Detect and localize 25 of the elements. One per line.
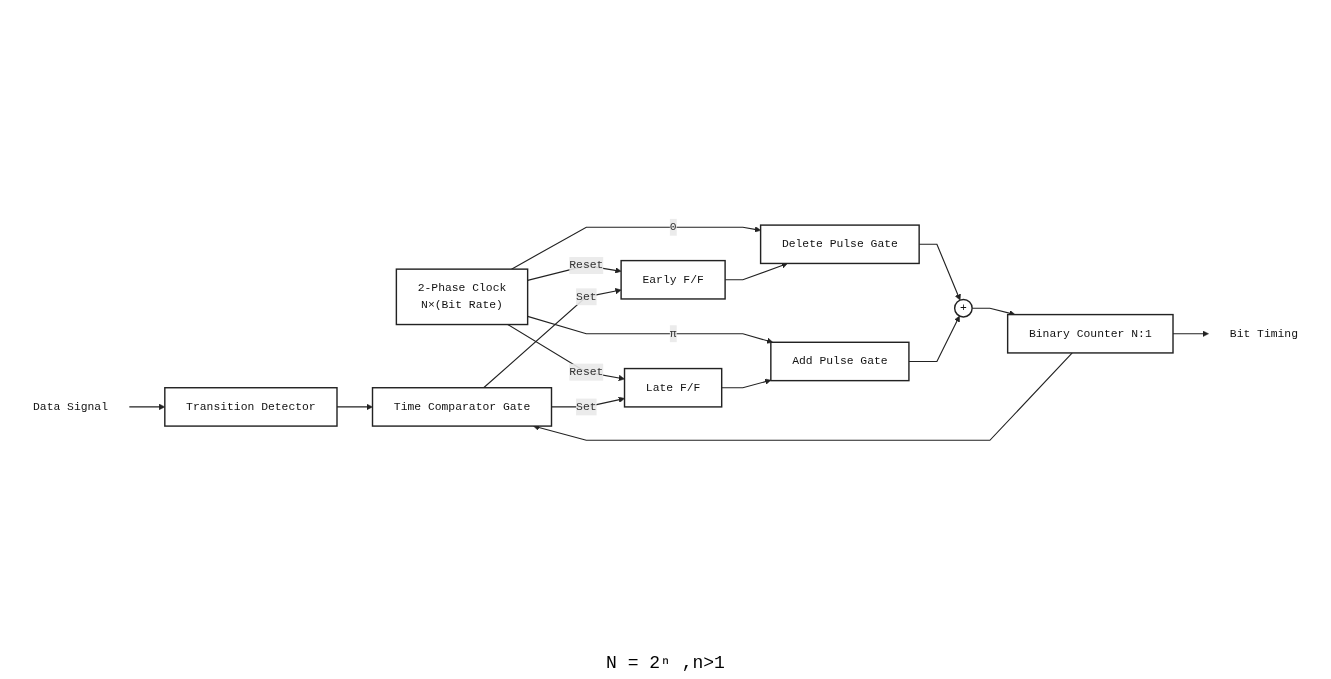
node-circle: + (953, 298, 973, 318)
edge-label: π (669, 327, 677, 341)
edge-label: Reset (569, 365, 604, 379)
node-box: 2-Phase Clock N×(Bit Rate) (395, 268, 529, 326)
node-box: Transition Detector (164, 387, 338, 427)
edge-label: Set (576, 400, 597, 414)
arrow (527, 315, 773, 344)
arrow (507, 323, 625, 382)
arrow (533, 352, 1073, 441)
node-text: Data Signal (32, 400, 108, 414)
node-box: Binary Counter N:1 (1006, 313, 1174, 354)
node-box: Delete Pulse Gate (759, 224, 920, 265)
arrow (483, 288, 622, 389)
edge-label: 0 (669, 220, 677, 234)
arrow (721, 378, 772, 389)
node-text: Bit Timing (1229, 327, 1299, 341)
note-text: N = 2ⁿ ,n>1 (606, 653, 725, 673)
arrow (510, 226, 761, 270)
edge-label: Reset (569, 259, 604, 272)
node-box: Add Pulse Gate (770, 341, 910, 382)
edge-label: Set (576, 290, 597, 304)
node-box: Early F/F (620, 259, 726, 300)
node-box: Time Comparator Gate (371, 387, 553, 427)
arrow (908, 315, 960, 363)
node-box: Late F/F (623, 367, 723, 408)
